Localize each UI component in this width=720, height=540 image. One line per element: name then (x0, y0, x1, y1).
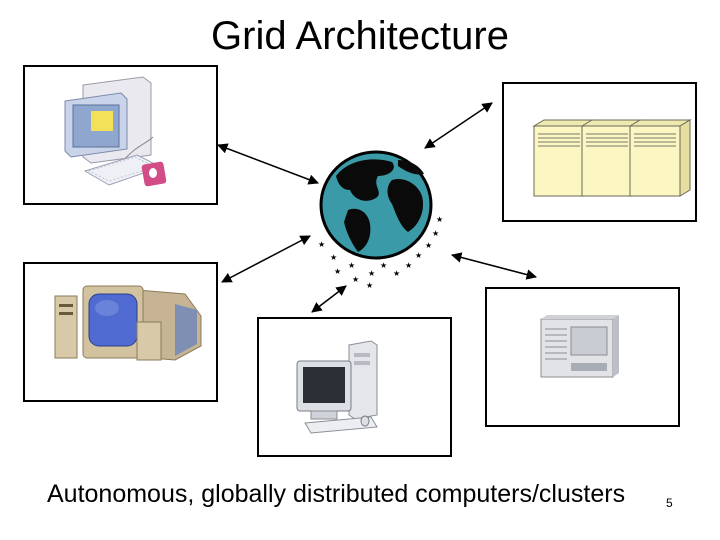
node-box-servers (502, 82, 697, 222)
svg-text:★: ★ (330, 253, 337, 262)
crt-workstation-icon (54, 285, 202, 361)
node-box-pc (257, 317, 452, 457)
svg-text:★: ★ (348, 261, 355, 270)
svg-text:★: ★ (334, 267, 341, 276)
svg-text:★: ★ (436, 215, 443, 224)
node-box-mainframe (485, 287, 680, 427)
desktop-computer-icon (64, 76, 167, 187)
node-box-desktop (23, 65, 218, 205)
svg-text:★: ★ (405, 261, 412, 270)
slide-title: Grid Architecture (211, 14, 509, 58)
svg-text:★: ★ (415, 251, 422, 260)
slide-caption: Autonomous, globally distributed compute… (47, 480, 626, 508)
globe-icon (319, 150, 433, 260)
svg-text:★: ★ (432, 229, 439, 238)
svg-text:★: ★ (368, 269, 375, 278)
node-box-crt (23, 262, 218, 402)
svg-text:★: ★ (425, 241, 432, 250)
arrow-crt (221, 235, 311, 283)
slide-number: 5 (666, 496, 673, 510)
star-decorations: ★★★ ★★★ ★★★ ★★★ ★★ (318, 215, 443, 290)
arrow-servers (424, 102, 493, 149)
personal-computer-icon (296, 340, 378, 434)
server-rack-icon (532, 119, 692, 197)
svg-text:★: ★ (318, 240, 325, 249)
mainframe-icon (540, 315, 619, 378)
arrow-mainframe (450, 252, 538, 280)
arrow-pc (311, 285, 347, 313)
svg-text:★: ★ (393, 269, 400, 278)
svg-text:★: ★ (352, 275, 359, 284)
arrow-desktop (217, 143, 319, 185)
svg-text:★: ★ (380, 261, 387, 270)
svg-text:★: ★ (366, 281, 373, 290)
